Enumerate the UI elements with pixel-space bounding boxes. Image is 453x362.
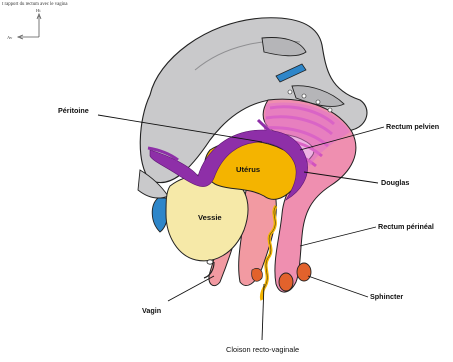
label-uterus: Utérus	[236, 165, 260, 174]
label-sphincter: Sphincter	[370, 292, 403, 301]
sphincter-external	[279, 273, 293, 291]
sphincter-external-2	[297, 263, 311, 281]
axis-label-up: Ht	[36, 8, 41, 13]
label-douglas: Douglas	[381, 178, 409, 187]
label-peritoine: Péritoine	[58, 106, 89, 115]
axis-label-forward: Av	[7, 35, 13, 40]
urethral-meatus	[207, 260, 213, 264]
label-rectum-pelvien: Rectum pelvien	[386, 122, 439, 131]
perineal-body	[252, 268, 263, 281]
label-rectum-perineal: Rectum périnéal	[378, 222, 434, 231]
label-vagin: Vagin	[142, 306, 161, 315]
label-cloison-recto-vaginale: Cloison recto-vaginale	[226, 345, 299, 354]
figure-caption-fragment: t rapport du rectum avec le vagina	[2, 2, 68, 7]
orientation-axes: Ht Av	[7, 8, 41, 40]
label-vessie: Vessie	[198, 213, 222, 222]
